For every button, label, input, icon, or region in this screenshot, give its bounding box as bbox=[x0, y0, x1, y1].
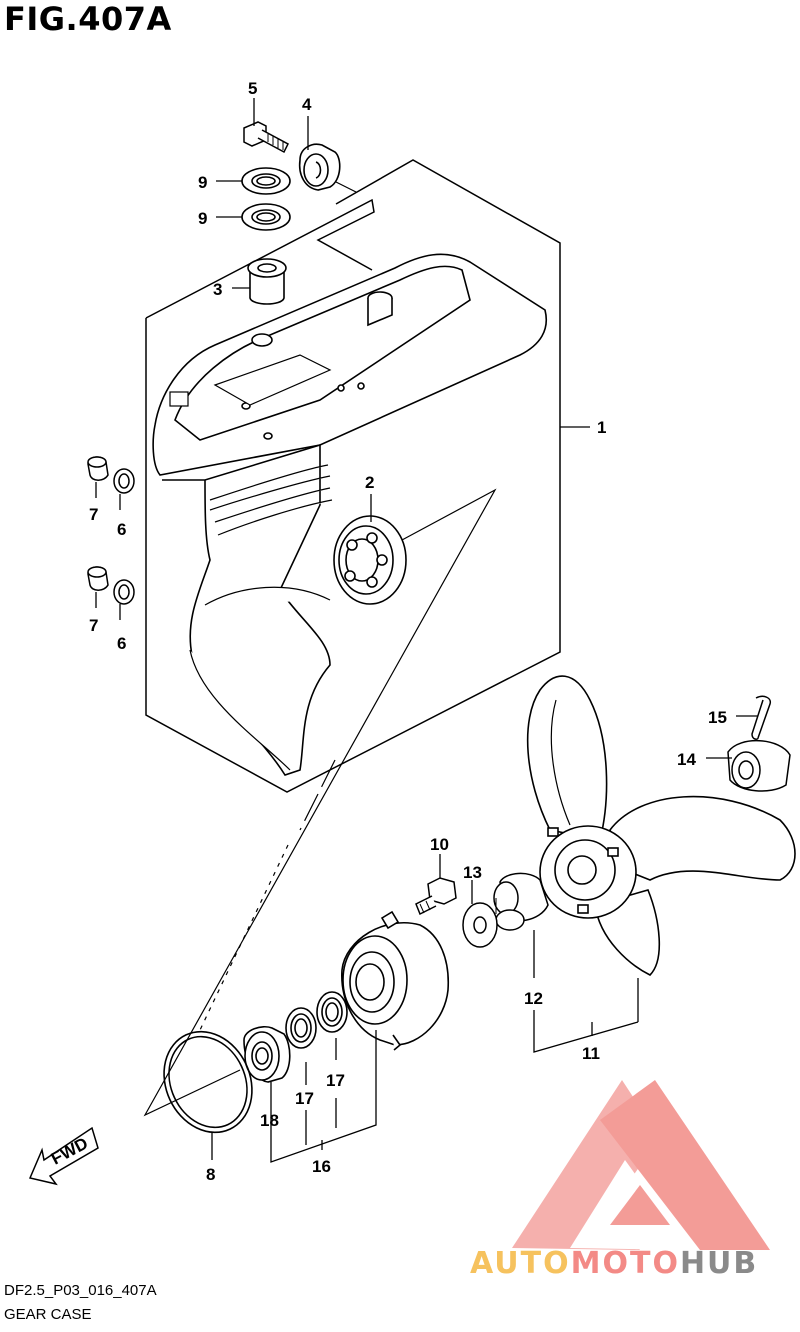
callout-9-upper: 9 bbox=[198, 173, 207, 192]
part-15-cotter-pin bbox=[751, 695, 772, 740]
leader-lines bbox=[143, 181, 590, 1117]
callout-14: 14 bbox=[677, 750, 696, 769]
figure-code: DF2.5_P03_016_407A bbox=[4, 1282, 157, 1299]
callout-1: 1 bbox=[597, 418, 606, 437]
part-16-bearing-housing bbox=[341, 910, 450, 1051]
part-7-plug-upper bbox=[87, 456, 109, 481]
callout-18: 18 bbox=[260, 1111, 279, 1130]
callout-6-lower: 6 bbox=[117, 634, 126, 653]
callout-8: 8 bbox=[206, 1165, 215, 1184]
callout-3: 3 bbox=[213, 280, 222, 299]
part-9-seal-lower bbox=[241, 203, 291, 231]
callout-17-left: 17 bbox=[295, 1089, 314, 1108]
watermark-auto: AUTO bbox=[470, 1246, 571, 1281]
callout-7-upper: 7 bbox=[89, 505, 98, 524]
watermark-moto: MOTO bbox=[570, 1246, 680, 1281]
figure-name: GEAR CASE bbox=[4, 1306, 92, 1323]
fwd-direction-arrow: FWD bbox=[28, 1126, 99, 1186]
callout-16: 16 bbox=[312, 1157, 331, 1176]
part-14-nut bbox=[727, 739, 791, 792]
gear-case-outline-box bbox=[145, 159, 561, 793]
callout-7-lower: 7 bbox=[89, 616, 98, 635]
part-8-o-ring bbox=[163, 1030, 253, 1134]
part-11-propeller bbox=[526, 675, 796, 976]
callout-numbers: 1 2 3 4 5 6 6 7 7 8 9 9 10 11 12 13 14 1… bbox=[89, 79, 727, 1184]
callout-15: 15 bbox=[708, 708, 727, 727]
watermark-wordmark: AUTOMOTOHUB bbox=[470, 1246, 758, 1281]
part-10-bolt bbox=[415, 877, 457, 916]
callout-13: 13 bbox=[463, 863, 482, 882]
part-6-gasket-upper bbox=[113, 468, 135, 494]
part-18-bearing bbox=[243, 1025, 291, 1083]
watermark-logo bbox=[512, 1080, 770, 1250]
callout-9-lower: 9 bbox=[198, 209, 207, 228]
figure-title: FIG.407A bbox=[4, 0, 172, 38]
part-17-seal-front bbox=[316, 991, 348, 1033]
watermark-hub: HUB bbox=[679, 1246, 759, 1281]
callout-6-upper: 6 bbox=[117, 520, 126, 539]
callout-12: 12 bbox=[524, 989, 543, 1008]
gear-case-housing bbox=[152, 253, 547, 776]
part-4-cap bbox=[298, 143, 341, 191]
part-17-seal-rear bbox=[285, 1007, 317, 1049]
part-2-ball-bearing bbox=[333, 515, 407, 605]
part-6-gasket-lower bbox=[113, 579, 135, 605]
callout-5: 5 bbox=[248, 79, 257, 98]
part-3-bushing bbox=[247, 258, 287, 305]
part-13-washer bbox=[462, 902, 498, 948]
callout-10: 10 bbox=[430, 835, 449, 854]
callout-2: 2 bbox=[365, 473, 374, 492]
part-5-bolt bbox=[243, 121, 289, 154]
callout-11: 11 bbox=[582, 1044, 600, 1063]
part-9-seal-upper bbox=[241, 167, 291, 195]
callout-17-right: 17 bbox=[326, 1071, 345, 1090]
callout-4: 4 bbox=[302, 95, 312, 114]
part-7-plug-lower bbox=[87, 566, 109, 591]
callout-leaders bbox=[95, 98, 758, 1163]
part-12-spacer bbox=[493, 872, 549, 931]
